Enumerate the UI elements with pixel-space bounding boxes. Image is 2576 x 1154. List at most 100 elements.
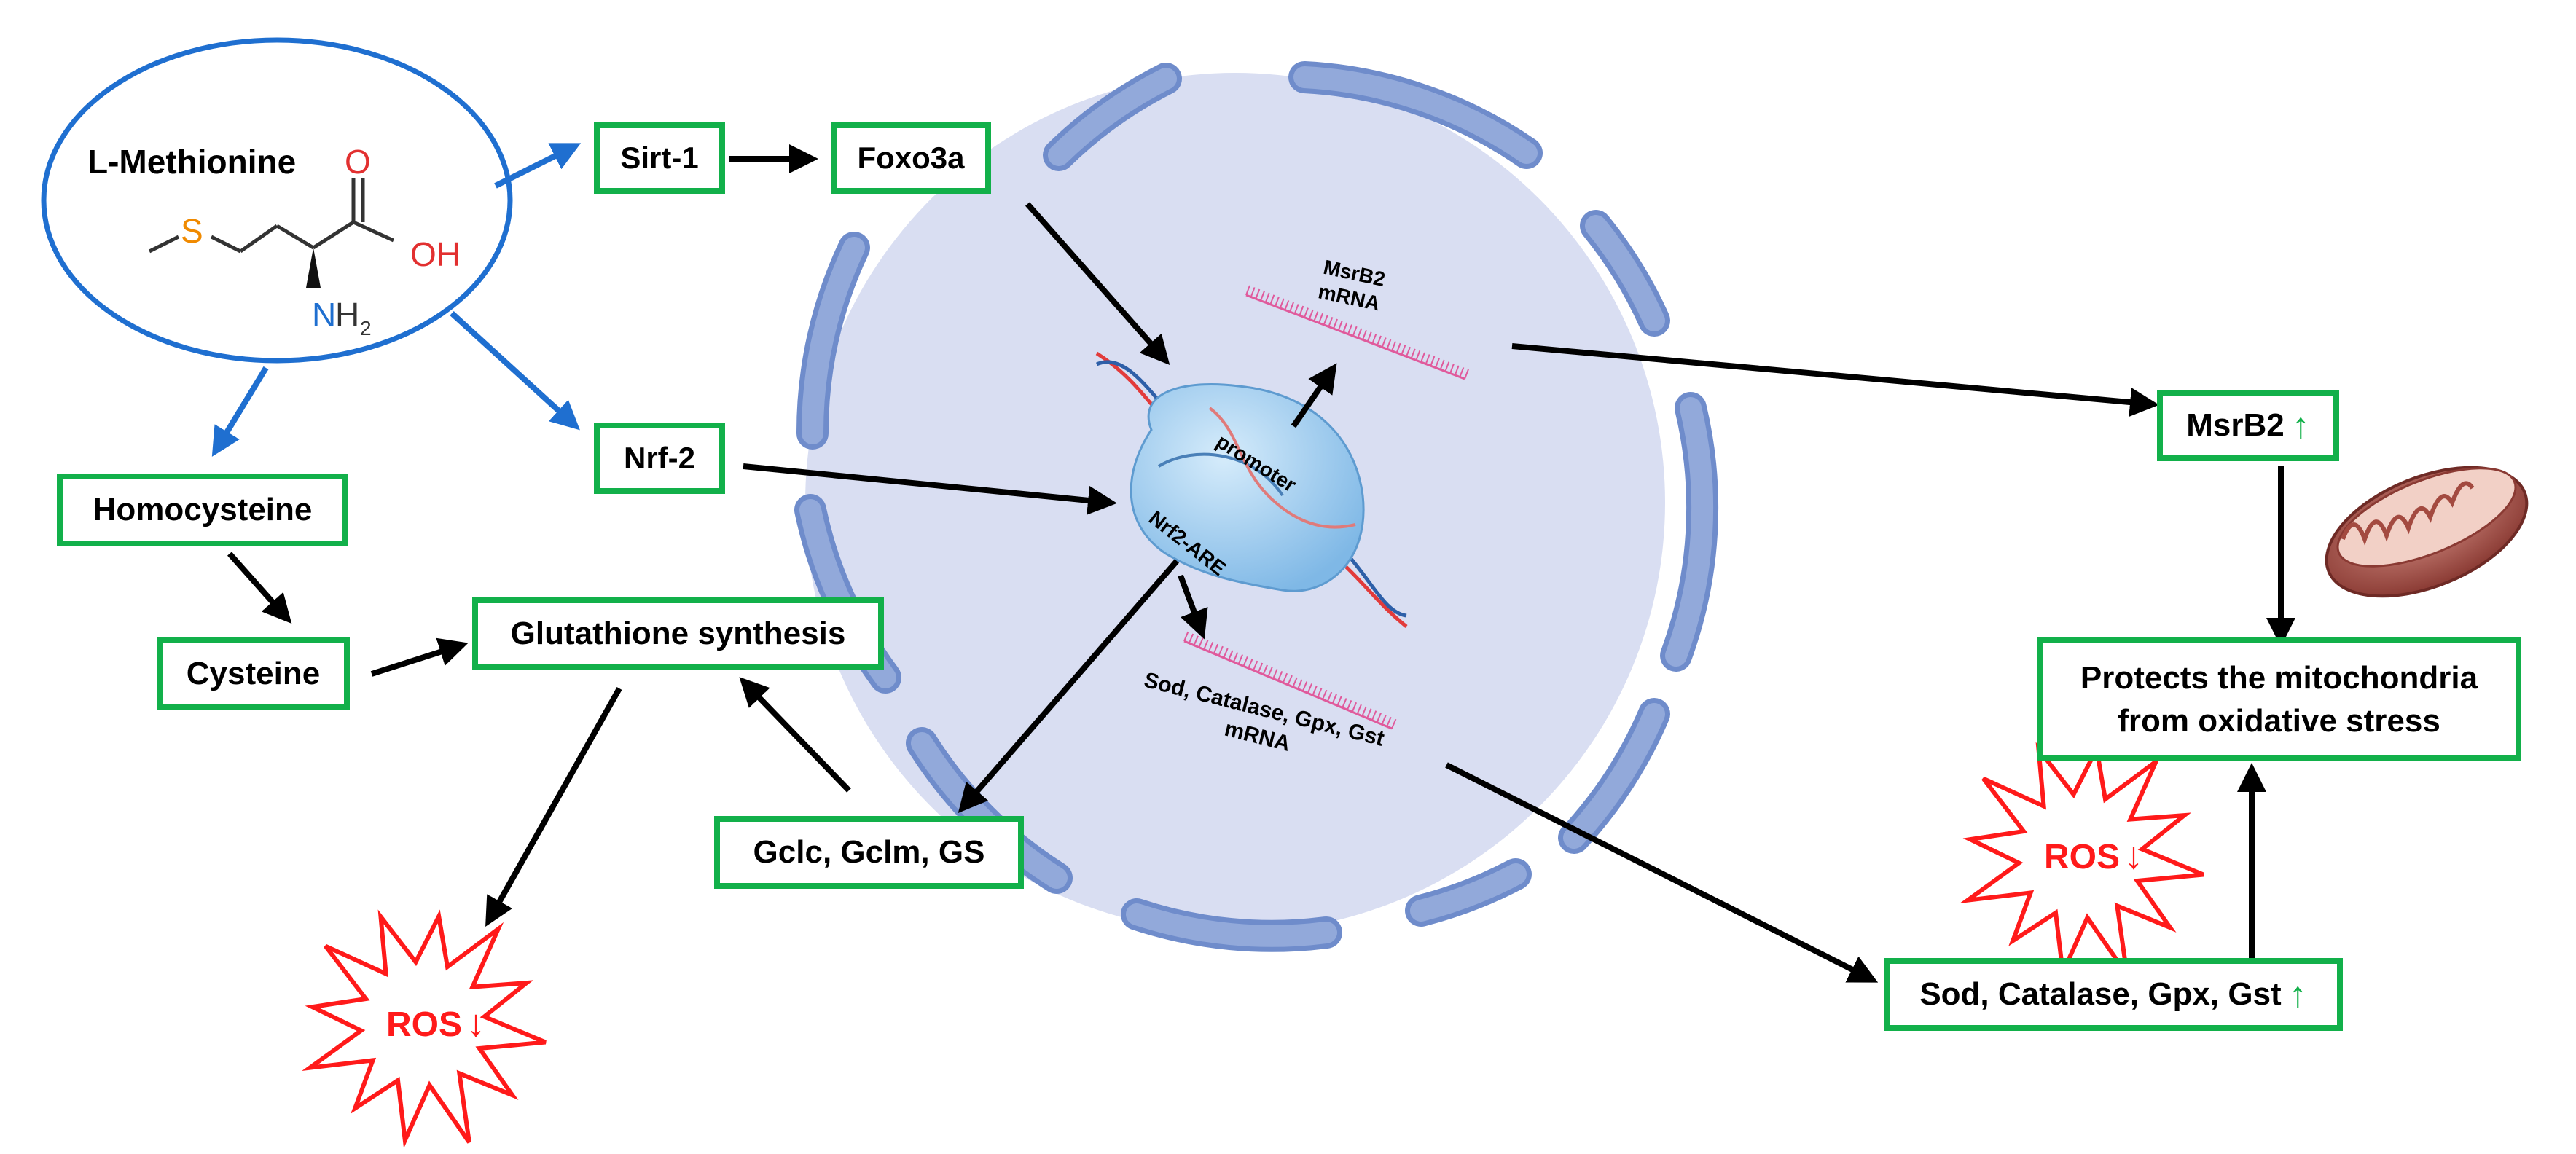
mrna-tick [1439,359,1445,370]
mrna-tick [1308,309,1314,320]
mrna-tick [1313,311,1319,322]
atom-o: O [345,143,371,181]
mrna-tick [1435,358,1440,369]
mrna-tick [1430,356,1436,366]
ros-left-label: ROS↓ [386,1002,485,1045]
mrna-tick [1337,321,1343,331]
mrna-tick [1386,339,1392,350]
mrna-tick [1381,714,1387,725]
mrna-tick [1342,322,1348,333]
mrna-tick [1366,708,1372,719]
ros-right-text: ROS [2044,838,2121,876]
protects-mitochondria-box: Protects the mitochondria from oxidative… [2037,637,2521,761]
wedge-bond [306,248,321,288]
mrna-tick [1297,679,1303,690]
mrna-tick [1287,675,1293,686]
mrna-tick [1381,337,1387,348]
cysteine-box: Cysteine [157,637,350,710]
ros-left-text: ROS [386,1005,463,1044]
arrow-homocysteine-to-cysteine [227,552,292,624]
mrna-tick [1342,698,1347,708]
mrna-tick [1357,328,1363,339]
mrna-tick [1410,348,1416,359]
mrna-tick [1213,643,1219,654]
mrna-tick [1282,672,1288,683]
sirt1-box: Sirt-1 [594,122,725,194]
mrna-tick [1237,654,1243,664]
mrna-tick [1362,329,1367,340]
mrna-tick [1331,694,1337,704]
mrna-tick [1228,650,1234,661]
mrna-tick [1218,645,1224,656]
mrna-tick [1420,352,1425,363]
mrna-tick [1301,681,1308,691]
atom-oh: OH [410,235,461,273]
mrna-tick [1352,326,1358,337]
mrna-tick [1208,641,1214,652]
mrna-tick [1326,691,1333,702]
atom-h: H [335,296,360,334]
mrna-tick [1333,318,1338,329]
mrna-tick [1257,662,1264,673]
msrb2-label: MsrB2 [2186,407,2285,443]
mrna-tick [1269,294,1275,305]
ros-right-label: ROS↓ [2044,834,2143,878]
mrna-tick [1323,315,1328,326]
mrna-tick [1406,346,1411,357]
mrna-tick [1223,648,1229,659]
arrow-methionine-to-homocysteine [211,366,269,457]
methionine-ellipse [41,37,513,364]
mrna-tick [1336,696,1342,706]
atom-subscript-2: 2 [360,317,372,339]
methionine-title: L-Methionine [87,143,297,181]
mrna-tick [1253,660,1258,671]
mrna-tick [1391,341,1396,352]
arrow-methionine-to-nrf2 [450,311,580,431]
arrow-mrna-to-sod [1445,762,1879,983]
mrna-tick [1277,670,1283,681]
mrna-tick [1366,331,1372,342]
up-arrow-icon: ↑ [2291,405,2310,446]
msrb2-box: MsrB2 ↑ [2157,390,2339,461]
protects-line-2: from oxidative stress [2118,703,2440,739]
arrow-are-to-gclc [958,559,1180,814]
arrow-cysteine-to-glutathione [370,637,469,677]
homocysteine-box: Homocysteine [57,474,348,546]
arrow-glutathione-to-ros [485,687,622,927]
sod-label: Sod, Catalase, Gpx, Gst [1919,976,2282,1012]
mrna-tick [1361,706,1367,717]
arrow-promoter-to-msrb2-mrna [1291,363,1337,428]
gclc-gclm-gs-box: Gclc, Gclm, GS [714,816,1024,889]
mrna-tick [1425,354,1430,364]
mrna-tick [1347,699,1352,710]
sod-catalase-gpx-gst-box: Sod, Catalase, Gpx, Gst ↑ [1884,958,2343,1031]
mrna-tick [1250,287,1256,297]
mrna-tick [1464,369,1469,380]
mrna-tick [1248,658,1253,669]
mrna-tick [1444,361,1450,372]
mrna-tick [1284,300,1290,310]
mitochondrion-icon [2325,466,2529,598]
up-arrow-icon: ↑ [2288,974,2307,1015]
mrna-tick [1377,335,1382,346]
mrna-tick [1347,324,1352,335]
mrna-tick [1386,716,1392,727]
mrna-tick [1279,298,1285,309]
mrna-tick [1289,302,1294,313]
mrna-tick [1376,713,1382,723]
protects-line-1: Protects the mitochondria [2080,659,2478,696]
mrna-tick [1351,702,1358,713]
mrna-tick [1293,304,1299,314]
mrna-tick [1299,305,1304,316]
mrna-tick [1312,685,1318,696]
mrna-tick [1454,365,1460,376]
mrna-tick [1401,345,1406,356]
mrna-tick [1415,350,1421,361]
mrna-tick [1292,677,1298,688]
mrna-tick [1275,296,1280,307]
mrna-tick [1232,652,1239,662]
mrna-tick [1371,334,1377,344]
nrf2-box: Nrf-2 [594,423,725,494]
